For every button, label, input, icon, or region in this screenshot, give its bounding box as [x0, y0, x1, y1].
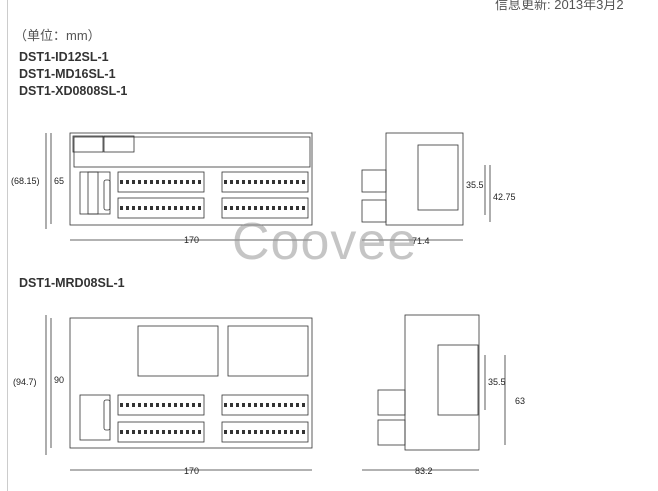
update-info: 信息更新: 2013年3月2	[495, 0, 624, 12]
model-name: DST1-MD16SL-1	[19, 67, 116, 81]
dim-width: 170	[184, 235, 199, 245]
dim-height-outer: (68.15)	[11, 176, 40, 186]
model-name: DST1-XD0808SL-1	[19, 84, 128, 98]
dim-side-height: 42.75	[493, 192, 516, 202]
dim-depth: 83.2	[415, 466, 433, 476]
dim-height: 90	[54, 375, 64, 385]
dim-rail: 35.5	[488, 377, 506, 387]
dim-height-outer: (94.7)	[13, 377, 37, 387]
front-view-1	[45, 132, 313, 241]
left-border	[7, 0, 8, 491]
side-view-2	[362, 314, 506, 471]
model-name: DST1-ID12SL-1	[19, 50, 109, 64]
dim-depth: 71.4	[412, 236, 430, 246]
model-name: DST1-MRD08SL-1	[19, 276, 125, 290]
dim-height: 65	[54, 176, 64, 186]
side-view-1	[361, 132, 491, 241]
front-view-2	[45, 315, 313, 471]
dim-width: 170	[184, 466, 199, 476]
watermark: Coovee	[232, 213, 418, 271]
dim-rail: 35.5	[466, 180, 484, 190]
dim-side-height: 63	[515, 396, 525, 406]
unit-label: （单位：mm）	[14, 28, 101, 43]
